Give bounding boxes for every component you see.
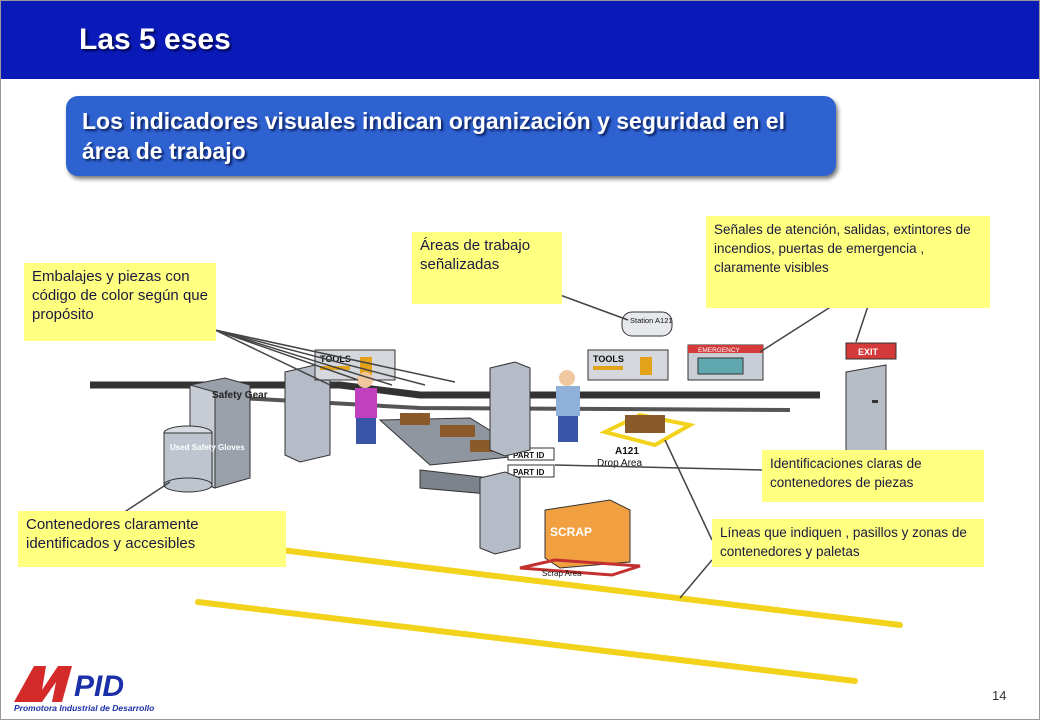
emergency-panel: EMERGENCY [687,344,764,381]
gloves-barrel: Used Safety Gloves [163,425,245,493]
header-bar: Las 5 eses [1,1,1039,79]
station-sign-text: Station A121 [630,316,673,325]
scrap-label: SCRAP [550,525,592,539]
floor-line-upper [237,542,903,628]
callout-lines: Líneas que indiquen , pasillos y zonas d… [712,519,984,567]
company-logo: PID [14,666,124,703]
part-id-2: PART ID [513,468,545,477]
logo-text: PID [74,670,124,703]
exit-door: EXIT [845,342,897,459]
logo-subtitle: Promotora Industrial de Desarrollo [14,703,155,713]
exit-label: EXIT [858,347,879,357]
callout-work-areas: Áreas de trabajo señalizadas [412,232,562,304]
safety-gear-label: Safety Gear [212,390,268,401]
callout-containers: Contenedores claramente identificados y … [18,511,286,567]
right-work-station: TOOLS [556,349,669,442]
scrap-area-label: Scrap Area [542,569,582,578]
center-pillars [479,361,531,555]
page-number: 14 [992,688,1007,703]
callout-signs: Señales de atención, salidas, extintores… [706,216,990,308]
callout-container-ids: Identificaciones claras de contenedores … [762,450,984,502]
tools-right-label: TOOLS [593,354,624,364]
scrap-bin: SCRAP Scrap Area [519,499,641,578]
banner-text: Los indicadores visuales indican organiz… [82,108,785,164]
callout-packaging: Embalajes y piezas con código de color s… [24,263,216,341]
drop-area-code: A121 [615,446,639,457]
subtitle-banner: Los indicadores visuales indican organiz… [66,96,836,176]
slide-title: Las 5 eses [79,23,231,56]
part-id-1: PART ID [513,451,545,460]
floor-line-lower [195,599,858,684]
gloves-label: Used Safety Gloves [170,443,245,452]
station-sign: Station A121 [621,311,673,337]
drop-area-label: Drop Area [597,458,642,469]
emergency-label: EMERGENCY [698,347,741,354]
leader-lines [119,294,869,599]
drop-area: A121 Drop Area [597,412,696,469]
tools-left-label: TOOLS [320,354,351,364]
